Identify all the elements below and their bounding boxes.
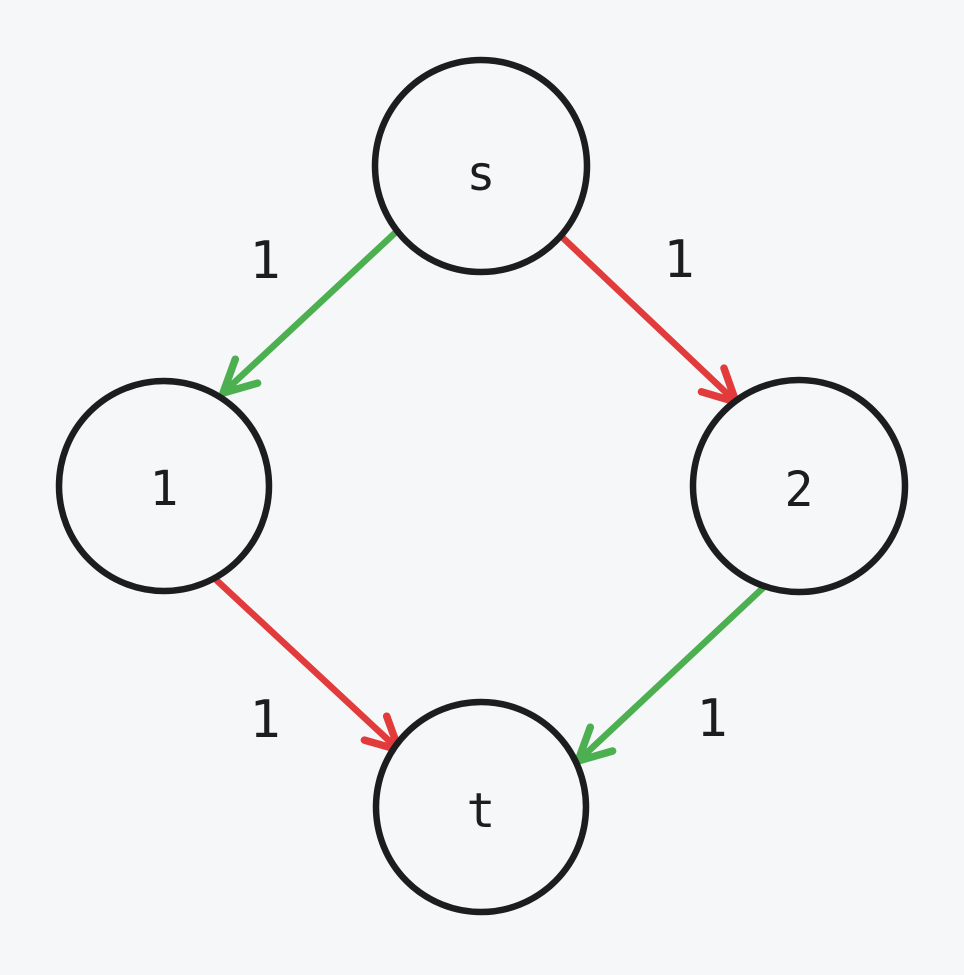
edge-2-t-line xyxy=(574,583,768,765)
edge-s-1-line xyxy=(219,228,400,397)
edge-1-t-capacity-label: 1 xyxy=(249,690,280,750)
node-1-label: 1 xyxy=(150,461,179,517)
edge-s-1-capacity-label: 1 xyxy=(249,231,280,291)
node-1 xyxy=(55,377,273,595)
node-t-label: t xyxy=(467,783,496,839)
node-s xyxy=(371,56,591,276)
edge-2-t-capacity-label: 1 xyxy=(696,689,727,749)
node-2-label: 2 xyxy=(785,462,814,518)
node-2 xyxy=(689,376,909,596)
edge-s-2-capacity-label: 1 xyxy=(663,230,694,290)
node-s-label: s xyxy=(467,146,496,202)
node-t xyxy=(372,698,590,916)
edge-s-1-arrowhead-icon xyxy=(219,355,262,397)
edge-1-t-line xyxy=(208,572,403,754)
edge-s-2-line xyxy=(558,233,740,406)
